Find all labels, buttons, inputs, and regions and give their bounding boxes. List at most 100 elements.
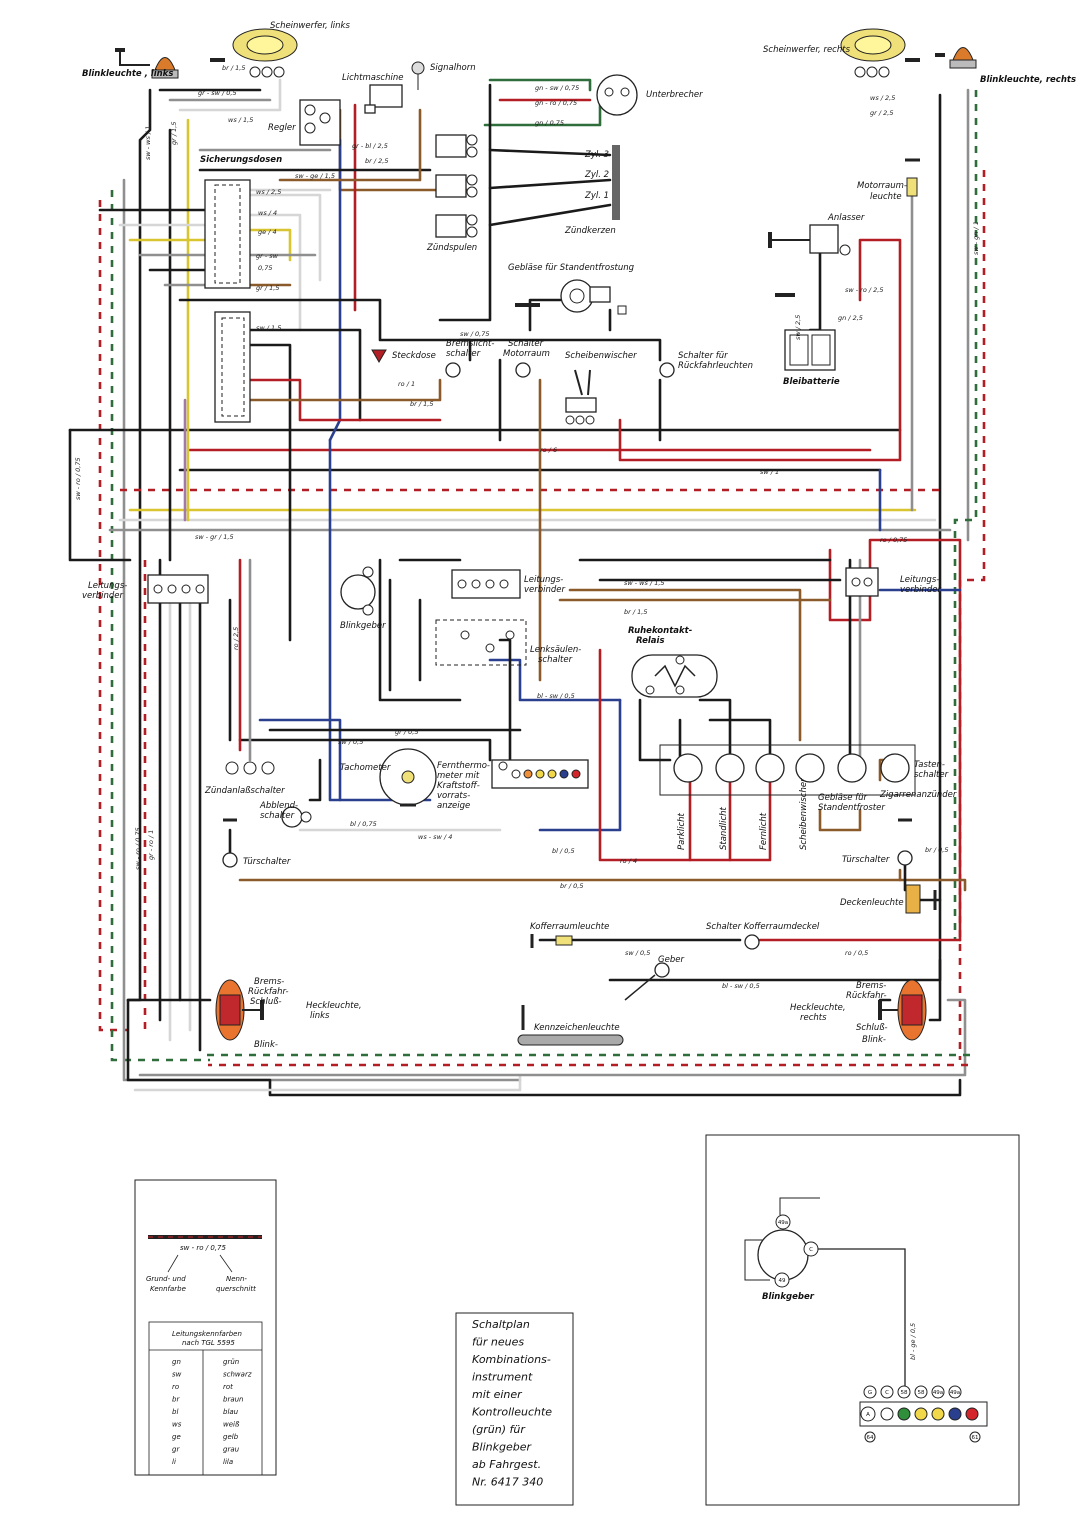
legend-code: gn — [172, 1358, 181, 1366]
label-geblaese-st-l2: Standentfroster — [818, 803, 885, 813]
lenksaeulenschalter-icon — [435, 619, 527, 666]
label-schalter-kofferraumdeckel: Schalter Kofferraumdeckel — [706, 922, 820, 932]
wire-label: ro / 0,5 — [845, 949, 868, 957]
label-hl-links-l2: links — [310, 1011, 330, 1021]
note-line: ab Fahrgest. — [472, 1458, 541, 1471]
label-heckleuchte-links: Heckleuchte, links — [306, 1001, 364, 1021]
note-line: instrument — [472, 1371, 533, 1384]
label-abblend-l2: schalter — [260, 811, 295, 821]
wire-label: sw - ws / 1,5 — [624, 579, 665, 587]
wire-label: gr - ro / 1 — [147, 830, 155, 860]
wire-harness — [68, 78, 986, 1097]
wire-label: sw / 0,5 — [625, 949, 650, 957]
wire-label: gn / 2,5 — [838, 314, 863, 322]
label-bremslicht-l2: schalter — [446, 349, 481, 359]
wire-label: gr - bl / 2,5 — [352, 142, 388, 150]
label-hl-rechts-p2: Rückfahr- — [846, 991, 887, 1001]
zuendspulen-icon — [435, 134, 478, 238]
label-hl-rechts-schluss: Schluß- — [856, 1023, 888, 1033]
wire-label: gn - sw / 0,75 — [535, 84, 579, 92]
wire-label: ro / 6 — [540, 446, 557, 454]
wire-label: 0,75 — [258, 264, 272, 272]
wire-label: sw - ro / 0,75 — [134, 827, 142, 870]
tachometer-icon — [379, 748, 437, 807]
wire-label: br / 0,5 — [925, 846, 948, 854]
note-line: mit einer — [472, 1388, 523, 1401]
label-hl-rechts-p1: Brems- — [856, 981, 886, 991]
kennzeichenleuchte-icon — [517, 1005, 624, 1046]
label-blinkleuchte-links: Blinkleuchte , links — [82, 69, 173, 79]
label-motorraum-l2: Motorraum — [503, 349, 550, 359]
label-zyl3: Zyl. 3 — [584, 150, 609, 160]
note-line: Blinkgeber — [472, 1441, 533, 1454]
legend-code: br — [172, 1396, 180, 1404]
abblendschalter-icon — [281, 806, 312, 828]
label-zyl1: Zyl. 1 — [584, 191, 609, 201]
legend-color-name: schwarz — [223, 1371, 252, 1379]
label-ferntherm-l1: Fernthermo- — [437, 761, 490, 771]
inset-wire-label: bl - ge / 0,5 — [909, 1323, 917, 1360]
motorraumleuchte-icon — [905, 158, 920, 197]
inset-pin-49a: 49a — [778, 1220, 788, 1226]
label-motorraumleuchte: Motorraum- leuchte — [857, 181, 910, 202]
legend-nenn-l2: querschnitt — [216, 1285, 256, 1293]
label-ferntherm-l4: vorrats- — [437, 791, 470, 801]
legend-color-name: braun — [223, 1396, 243, 1404]
inset-lamp — [965, 1407, 979, 1421]
legend-grund-label: Grund- und Kennfarbe — [146, 1275, 188, 1293]
label-hl-rechts-l2: rechts — [800, 1013, 827, 1023]
label-heckleuchte-rechts: Heckleuchte, rechts — [790, 1003, 848, 1023]
scheibenwischer-icon — [565, 369, 597, 425]
inset-pin-top-label: 49a — [933, 1390, 943, 1396]
label-zuendanlassschalter: Zündanlaßschalter — [204, 786, 285, 796]
inset-pin-top — [948, 1385, 962, 1399]
wire-label: ge / 4 — [258, 228, 277, 236]
wire-label: ro / 2,5 — [232, 627, 240, 650]
wire-label: ro / 1 — [398, 380, 415, 388]
tuerschalter-links-icon — [222, 818, 238, 868]
lichtmaschine-icon — [364, 84, 403, 114]
wire-label: sw - ro / 0,75 — [74, 457, 82, 500]
blinkgeber-icon — [340, 566, 376, 616]
inset-blinkgeber-label: Blinkgeber — [762, 1292, 815, 1302]
anlasser-icon — [768, 224, 851, 256]
wire-label: ws / 4 — [258, 209, 277, 217]
blinkleuchte-links-icon — [115, 48, 179, 79]
component-labels: Blinkleuchte , links Scheinwerfer, links… — [82, 21, 1076, 1050]
label-leitungsverbinder-rechts: Leitungs- verbinder — [900, 575, 942, 595]
inset-pin-top-label: 58 — [918, 1390, 925, 1396]
label-scheinwerfer-links: Scheinwerfer, links — [270, 21, 350, 31]
wire-label: sw / 0,75 — [460, 330, 490, 338]
inset-pin-49: 49 — [779, 1278, 786, 1284]
inset-pin-top — [931, 1385, 945, 1399]
inset-blinkgeber-icon — [757, 1229, 809, 1281]
label-blinkgeber: Blinkgeber — [340, 621, 386, 631]
wire-label: gn / 0,75 — [535, 119, 564, 127]
legend-nenn-label: Nenn- querschnitt — [216, 1275, 256, 1293]
wire-label: sw - ro / 2,5 — [845, 286, 884, 294]
heckleuchte-rechts-icon — [878, 979, 927, 1041]
label-abblend-l1: Abblend- — [259, 801, 298, 811]
note-line: für neues — [472, 1336, 524, 1349]
wire-label: gr / 2,5 — [870, 109, 893, 117]
label-motorraumleuchte-l1: Motorraum- — [857, 181, 907, 191]
inset-lamp — [931, 1407, 945, 1421]
label-tuerschalter-links: Türschalter — [243, 857, 291, 867]
label-ruhekontakt-relais: Ruhekontakt- Relais — [628, 626, 695, 646]
signalhorn-icon — [411, 61, 425, 90]
label-lv-links-l2: verbinder — [82, 591, 124, 601]
label-geblaese: Gebläse für Standentfrostung — [508, 263, 635, 273]
label-lenksaeule-l2: schalter — [538, 655, 573, 665]
wire-label: br / 1,5 — [410, 400, 433, 408]
wire-label: gr / 1,5 — [170, 122, 178, 145]
label-anlasser: Anlasser — [827, 213, 865, 223]
inset-pin-top-label: 58 — [901, 1390, 908, 1396]
label-signalhorn: Signalhorn — [430, 63, 476, 73]
label-lenksaeule-l1: Lenksäulen- — [530, 645, 581, 655]
inset-lamp — [948, 1407, 962, 1421]
wire-label: br / 0,5 — [560, 882, 583, 890]
wire-label: bl / 0,75 — [350, 820, 377, 828]
